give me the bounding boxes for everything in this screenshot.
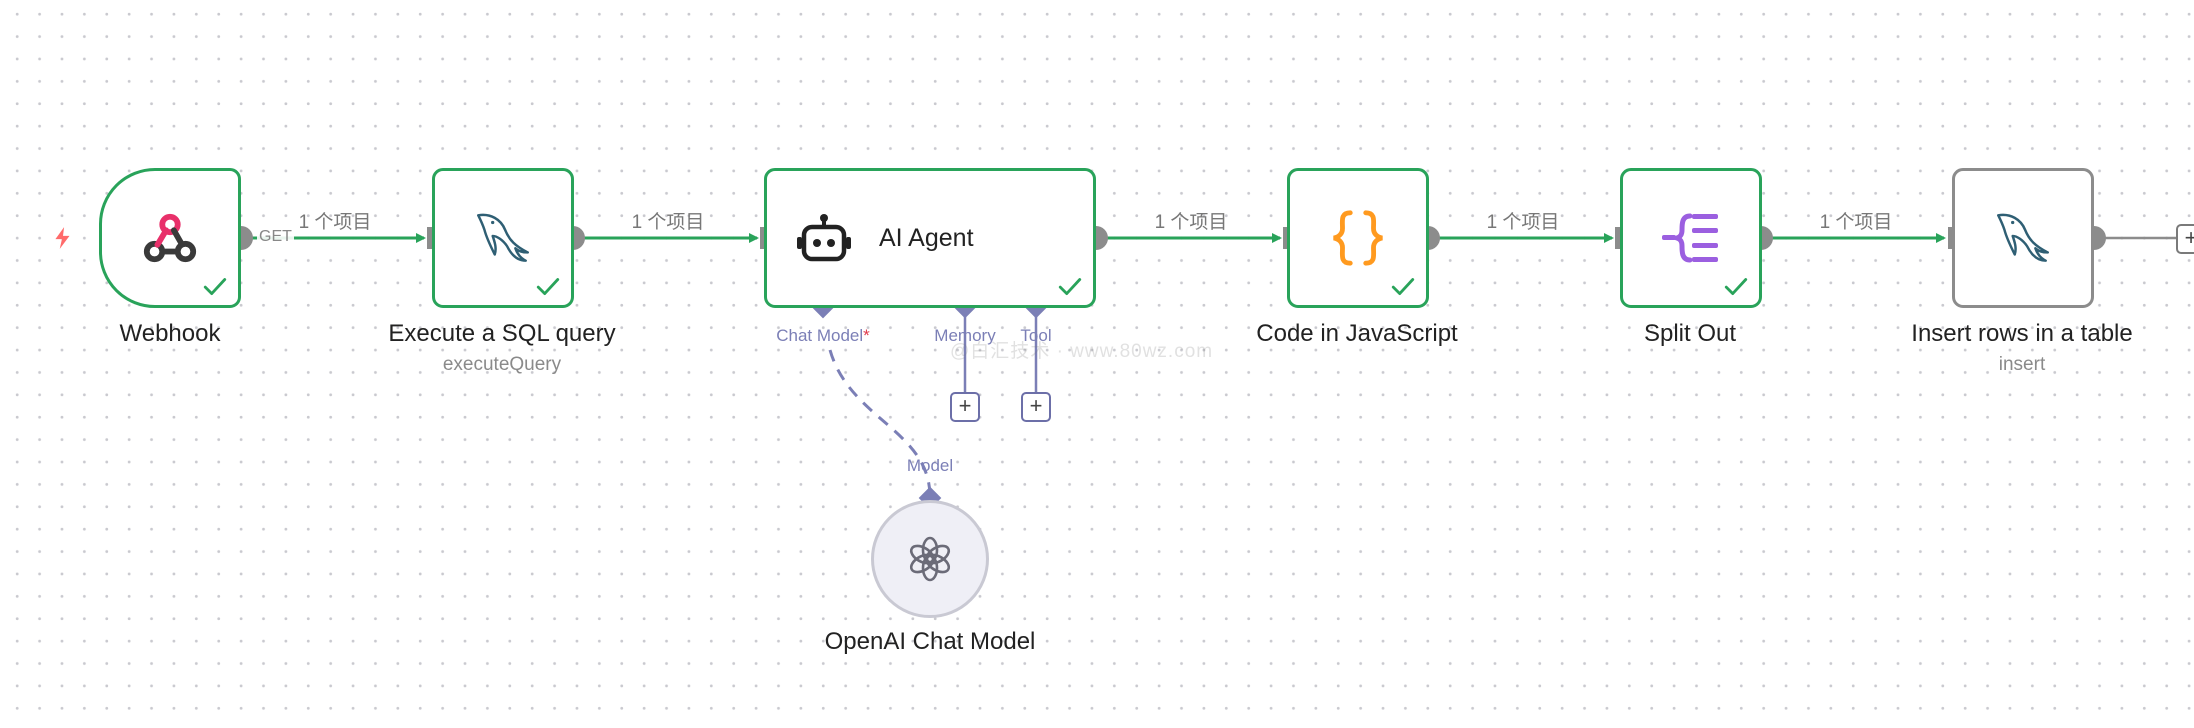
webhook-node-label: Webhook: [119, 320, 221, 347]
split-out-node-label: Split Out: [1643, 320, 1737, 347]
port-model-label: Model: [906, 456, 954, 475]
mysql-dolphin-icon: [1990, 205, 2056, 271]
port-tool-label: Tool: [1020, 326, 1052, 345]
input-handle-sql[interactable]: [427, 227, 436, 249]
required-marker: *: [863, 326, 870, 345]
webhook-icon: [141, 209, 199, 267]
code-braces-icon: [1327, 207, 1389, 269]
port-memory-label: Memory: [934, 326, 996, 345]
success-check-icon: [1058, 278, 1082, 295]
add-tool-button[interactable]: +: [1021, 392, 1051, 422]
edge-items-label: 1 个项目: [1154, 212, 1228, 233]
input-handle-split[interactable]: [1615, 227, 1624, 249]
ai-agent-node[interactable]: AI Agent: [764, 168, 1096, 308]
success-check-icon: [203, 278, 227, 295]
edge-items-label: 1 个项目: [1819, 212, 1893, 233]
openai-chat-model-node[interactable]: [871, 500, 989, 618]
split-out-icon: [1660, 210, 1722, 266]
edge-items-label: 1 个项目: [1486, 212, 1560, 233]
edge-items-label: 1 个项目: [298, 212, 372, 233]
insert-rows-node-subtitle: insert: [1998, 354, 2046, 375]
success-check-icon: [1391, 278, 1415, 295]
watermark-text: @白汇技术 · www.80wz.com: [950, 341, 1214, 362]
add-memory-button[interactable]: +: [950, 392, 980, 422]
openai-chat-model-node-label: OpenAI Chat Model: [824, 628, 1036, 655]
edge-items-label: 1 个项目: [631, 212, 705, 233]
execute-sql-node-subtitle: executeQuery: [442, 354, 562, 375]
code-javascript-node[interactable]: [1287, 168, 1429, 308]
success-check-icon: [536, 278, 560, 295]
add-next-node-button[interactable]: +: [2176, 224, 2194, 254]
port-chat-model-label: Chat Model*: [776, 326, 870, 345]
openai-icon: [904, 533, 956, 585]
connection-chatmodel-openai[interactable]: [828, 349, 932, 498]
trigger-bolt-icon: [55, 227, 70, 249]
execute-sql-node-label: Execute a SQL query: [388, 320, 616, 347]
mysql-dolphin-icon: [470, 205, 536, 271]
ai-agent-node-title: AI Agent: [879, 223, 974, 252]
split-out-node[interactable]: [1620, 168, 1762, 308]
webhook-method-label: GET: [257, 228, 294, 246]
execute-sql-node[interactable]: [432, 168, 574, 308]
success-check-icon: [1724, 278, 1748, 295]
insert-rows-node-label: Insert rows in a table: [1911, 320, 2133, 347]
code-javascript-node-label: Code in JavaScript: [1256, 320, 1458, 347]
insert-rows-node[interactable]: [1952, 168, 2094, 308]
robot-icon: [797, 213, 851, 263]
webhook-node[interactable]: [99, 168, 241, 308]
